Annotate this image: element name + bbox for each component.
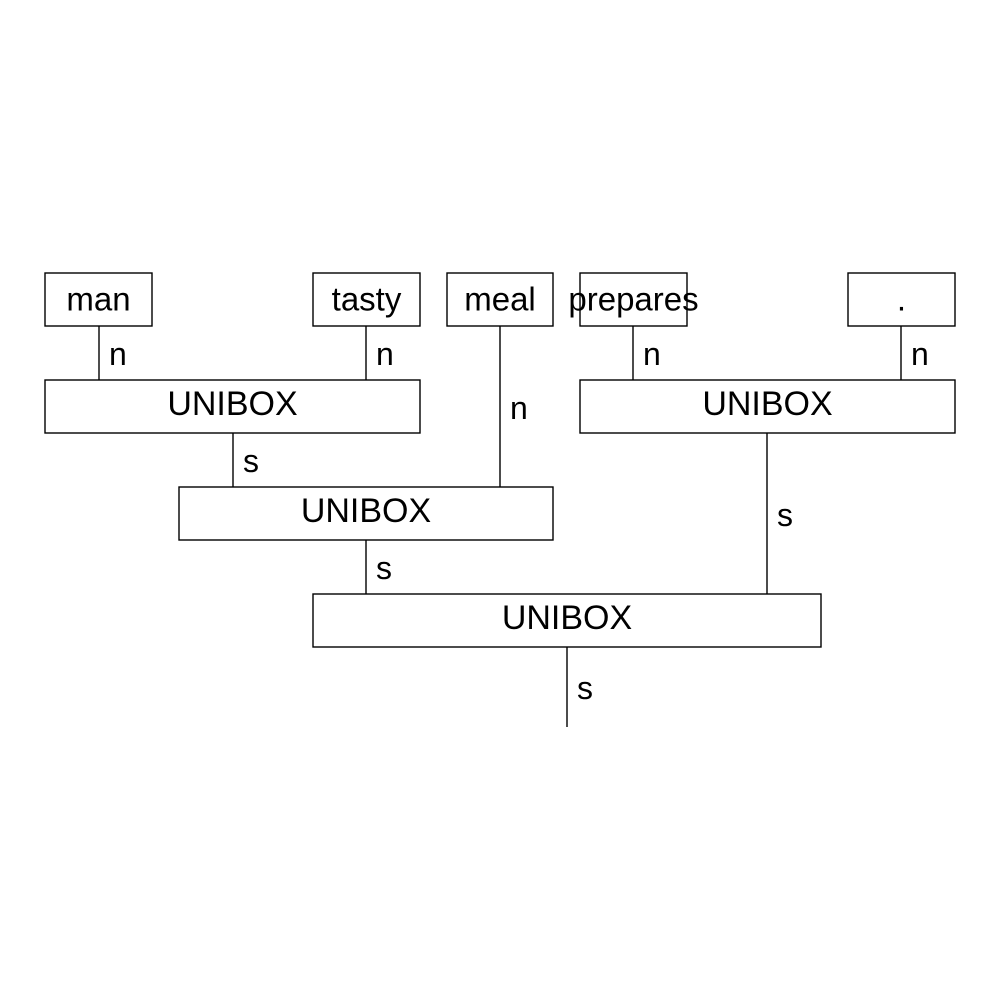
wire-type-label-w4: n	[643, 336, 661, 372]
word-label-w3: meal	[464, 280, 536, 317]
word-box-w2	[312, 272, 421, 327]
unibox-b1	[44, 379, 421, 434]
wire-type-label-w5: n	[911, 336, 929, 372]
word-label-w4: prepares	[568, 280, 699, 317]
unibox-label-b1: UNIBOX	[167, 384, 298, 423]
unibox-b2	[579, 379, 956, 434]
unibox-label-b3: UNIBOX	[300, 491, 432, 530]
wire-type-label-b4: s	[577, 670, 593, 706]
wire-type-label-w2: n	[376, 336, 394, 372]
wire-type-label-b2: s	[777, 496, 793, 533]
wire-type-label-w3: n	[510, 389, 528, 426]
unibox-b3	[178, 486, 554, 541]
wire-type-label-w1: n	[109, 336, 127, 372]
word-box-w1	[44, 272, 153, 327]
word-box-w3	[446, 272, 554, 327]
word-label-w5: .	[896, 280, 907, 317]
wire-type-label-b1: s	[243, 443, 259, 479]
word-box-w5	[847, 272, 956, 327]
word-label-w1: man	[66, 280, 131, 317]
unibox-b4	[312, 593, 822, 648]
word-box-w4	[579, 272, 688, 327]
unibox-label-b4: UNIBOX	[501, 598, 633, 637]
wire-type-label-b3: s	[376, 550, 392, 586]
word-label-w2: tasty	[331, 280, 402, 317]
unibox-label-b2: UNIBOX	[702, 384, 833, 423]
